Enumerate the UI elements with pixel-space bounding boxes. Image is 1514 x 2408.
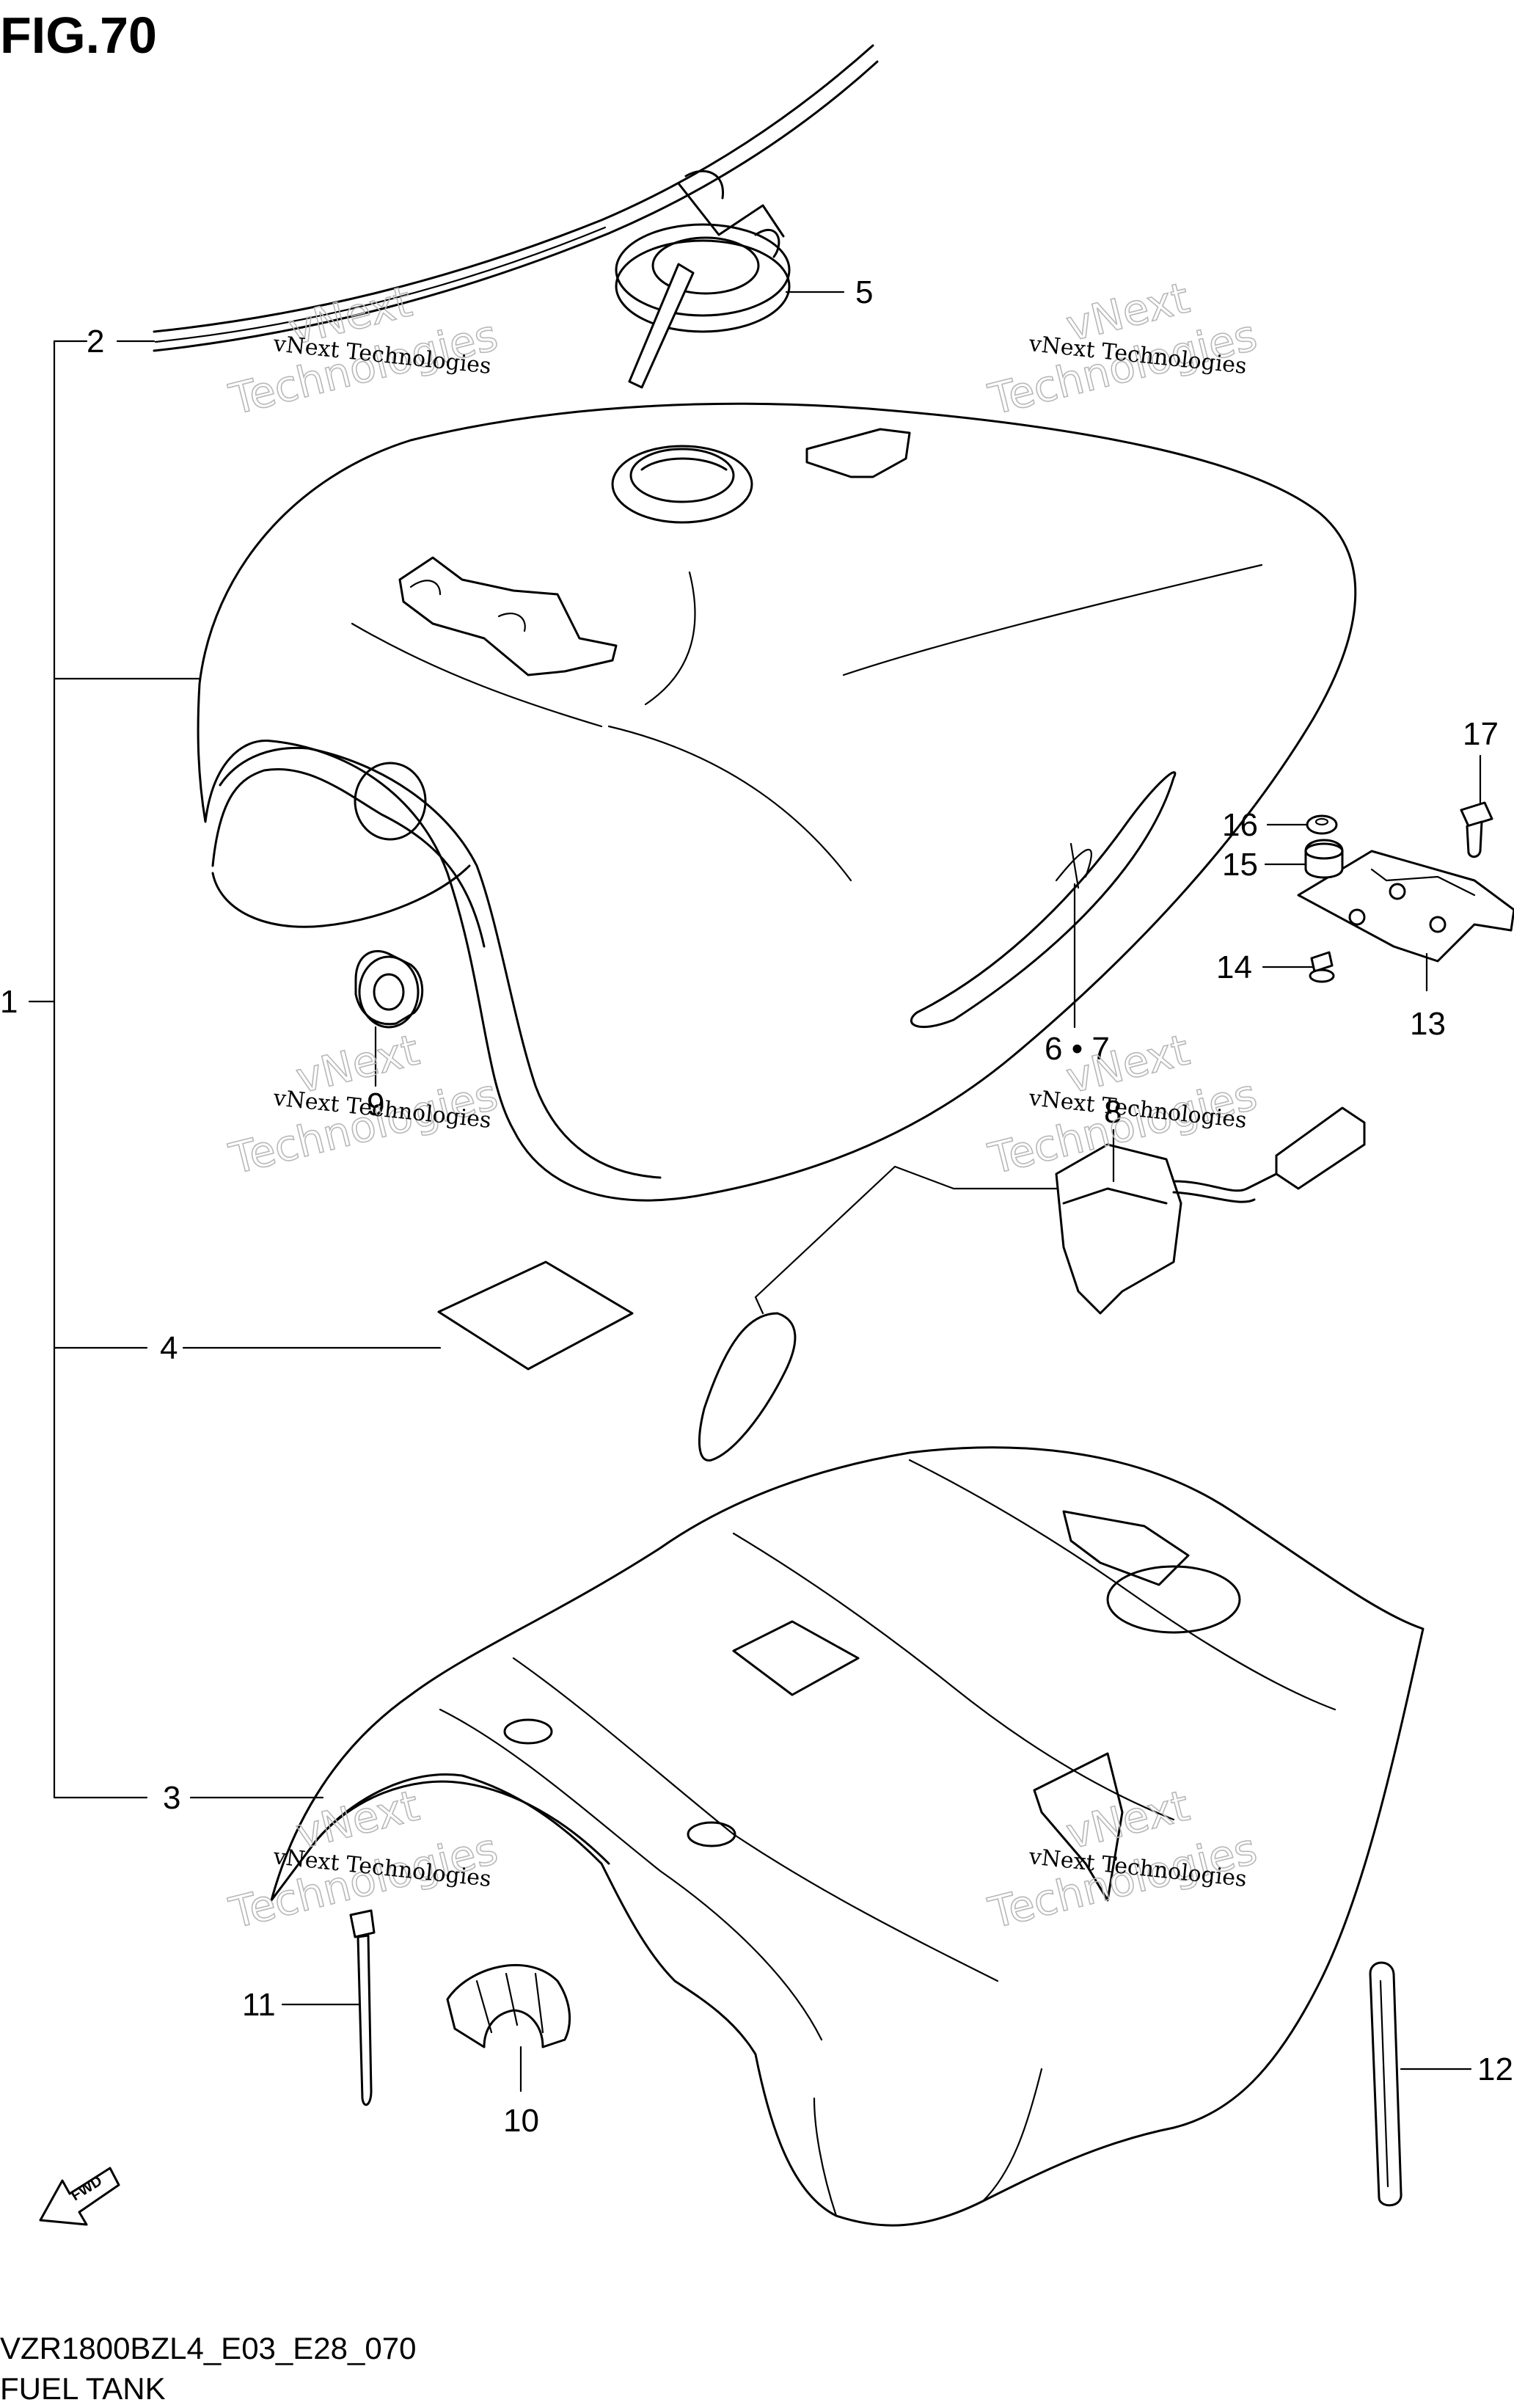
callout-15: 15 bbox=[1222, 847, 1258, 883]
part-3-under-cover bbox=[270, 1446, 1425, 2227]
part-5-fuel-cap bbox=[615, 169, 791, 389]
watermark-top-left: Technologies vNext vNext Technologies bbox=[224, 276, 503, 426]
callout-labels: 1 2 3 4 5 6 • 7 8 9 10 11 12 13 14 15 16… bbox=[0, 274, 1513, 2139]
leader-lines bbox=[28, 291, 1482, 2093]
callout-6-7: 6 • 7 bbox=[1045, 1031, 1110, 1067]
callout-10: 10 bbox=[503, 2103, 539, 2139]
part-9-cushion bbox=[354, 949, 424, 1029]
part-17-bolt bbox=[1460, 801, 1493, 858]
part-11-cable-tie bbox=[349, 1909, 376, 2106]
watermark-mid-left: Technologies vNext vNext Technologies bbox=[224, 1024, 503, 1185]
callout-5: 5 bbox=[855, 274, 873, 310]
callout-8: 8 bbox=[1104, 1094, 1122, 1130]
part-8-fuel-gauge bbox=[698, 1106, 1366, 1462]
callout-2: 2 bbox=[87, 324, 104, 360]
part-2-strip bbox=[153, 44, 879, 352]
callout-11: 11 bbox=[242, 1987, 276, 2023]
part-12-strap bbox=[1369, 1961, 1403, 2207]
part-10-bush bbox=[446, 1964, 571, 2048]
callout-17: 17 bbox=[1463, 716, 1499, 752]
figure-name: FUEL TANK bbox=[0, 2371, 166, 2406]
fwd-arrow-icon: FWD bbox=[39, 2167, 120, 2226]
part-4-label bbox=[437, 1260, 634, 1371]
part-14-screw bbox=[1309, 951, 1335, 983]
callout-1: 1 bbox=[0, 984, 18, 1020]
figure-code: VZR1800BZL4_E03_E28_070 bbox=[0, 2331, 416, 2365]
part-13-bracket bbox=[1297, 850, 1514, 963]
part-1-fuel-tank bbox=[197, 402, 1357, 1202]
callout-4: 4 bbox=[160, 1330, 178, 1366]
callout-13: 13 bbox=[1410, 1006, 1446, 1042]
callout-16: 16 bbox=[1222, 807, 1258, 843]
callout-9: 9 bbox=[367, 1087, 384, 1123]
callout-12: 12 bbox=[1477, 2051, 1513, 2087]
part-15-grommet bbox=[1304, 839, 1344, 879]
callout-3: 3 bbox=[163, 1780, 180, 1816]
watermark-top-right: Technologies vNext vNext Technologies bbox=[983, 272, 1262, 426]
part-16-washer bbox=[1306, 814, 1338, 835]
callout-14: 14 bbox=[1216, 949, 1252, 985]
figure-title: FIG.70 bbox=[0, 7, 157, 64]
